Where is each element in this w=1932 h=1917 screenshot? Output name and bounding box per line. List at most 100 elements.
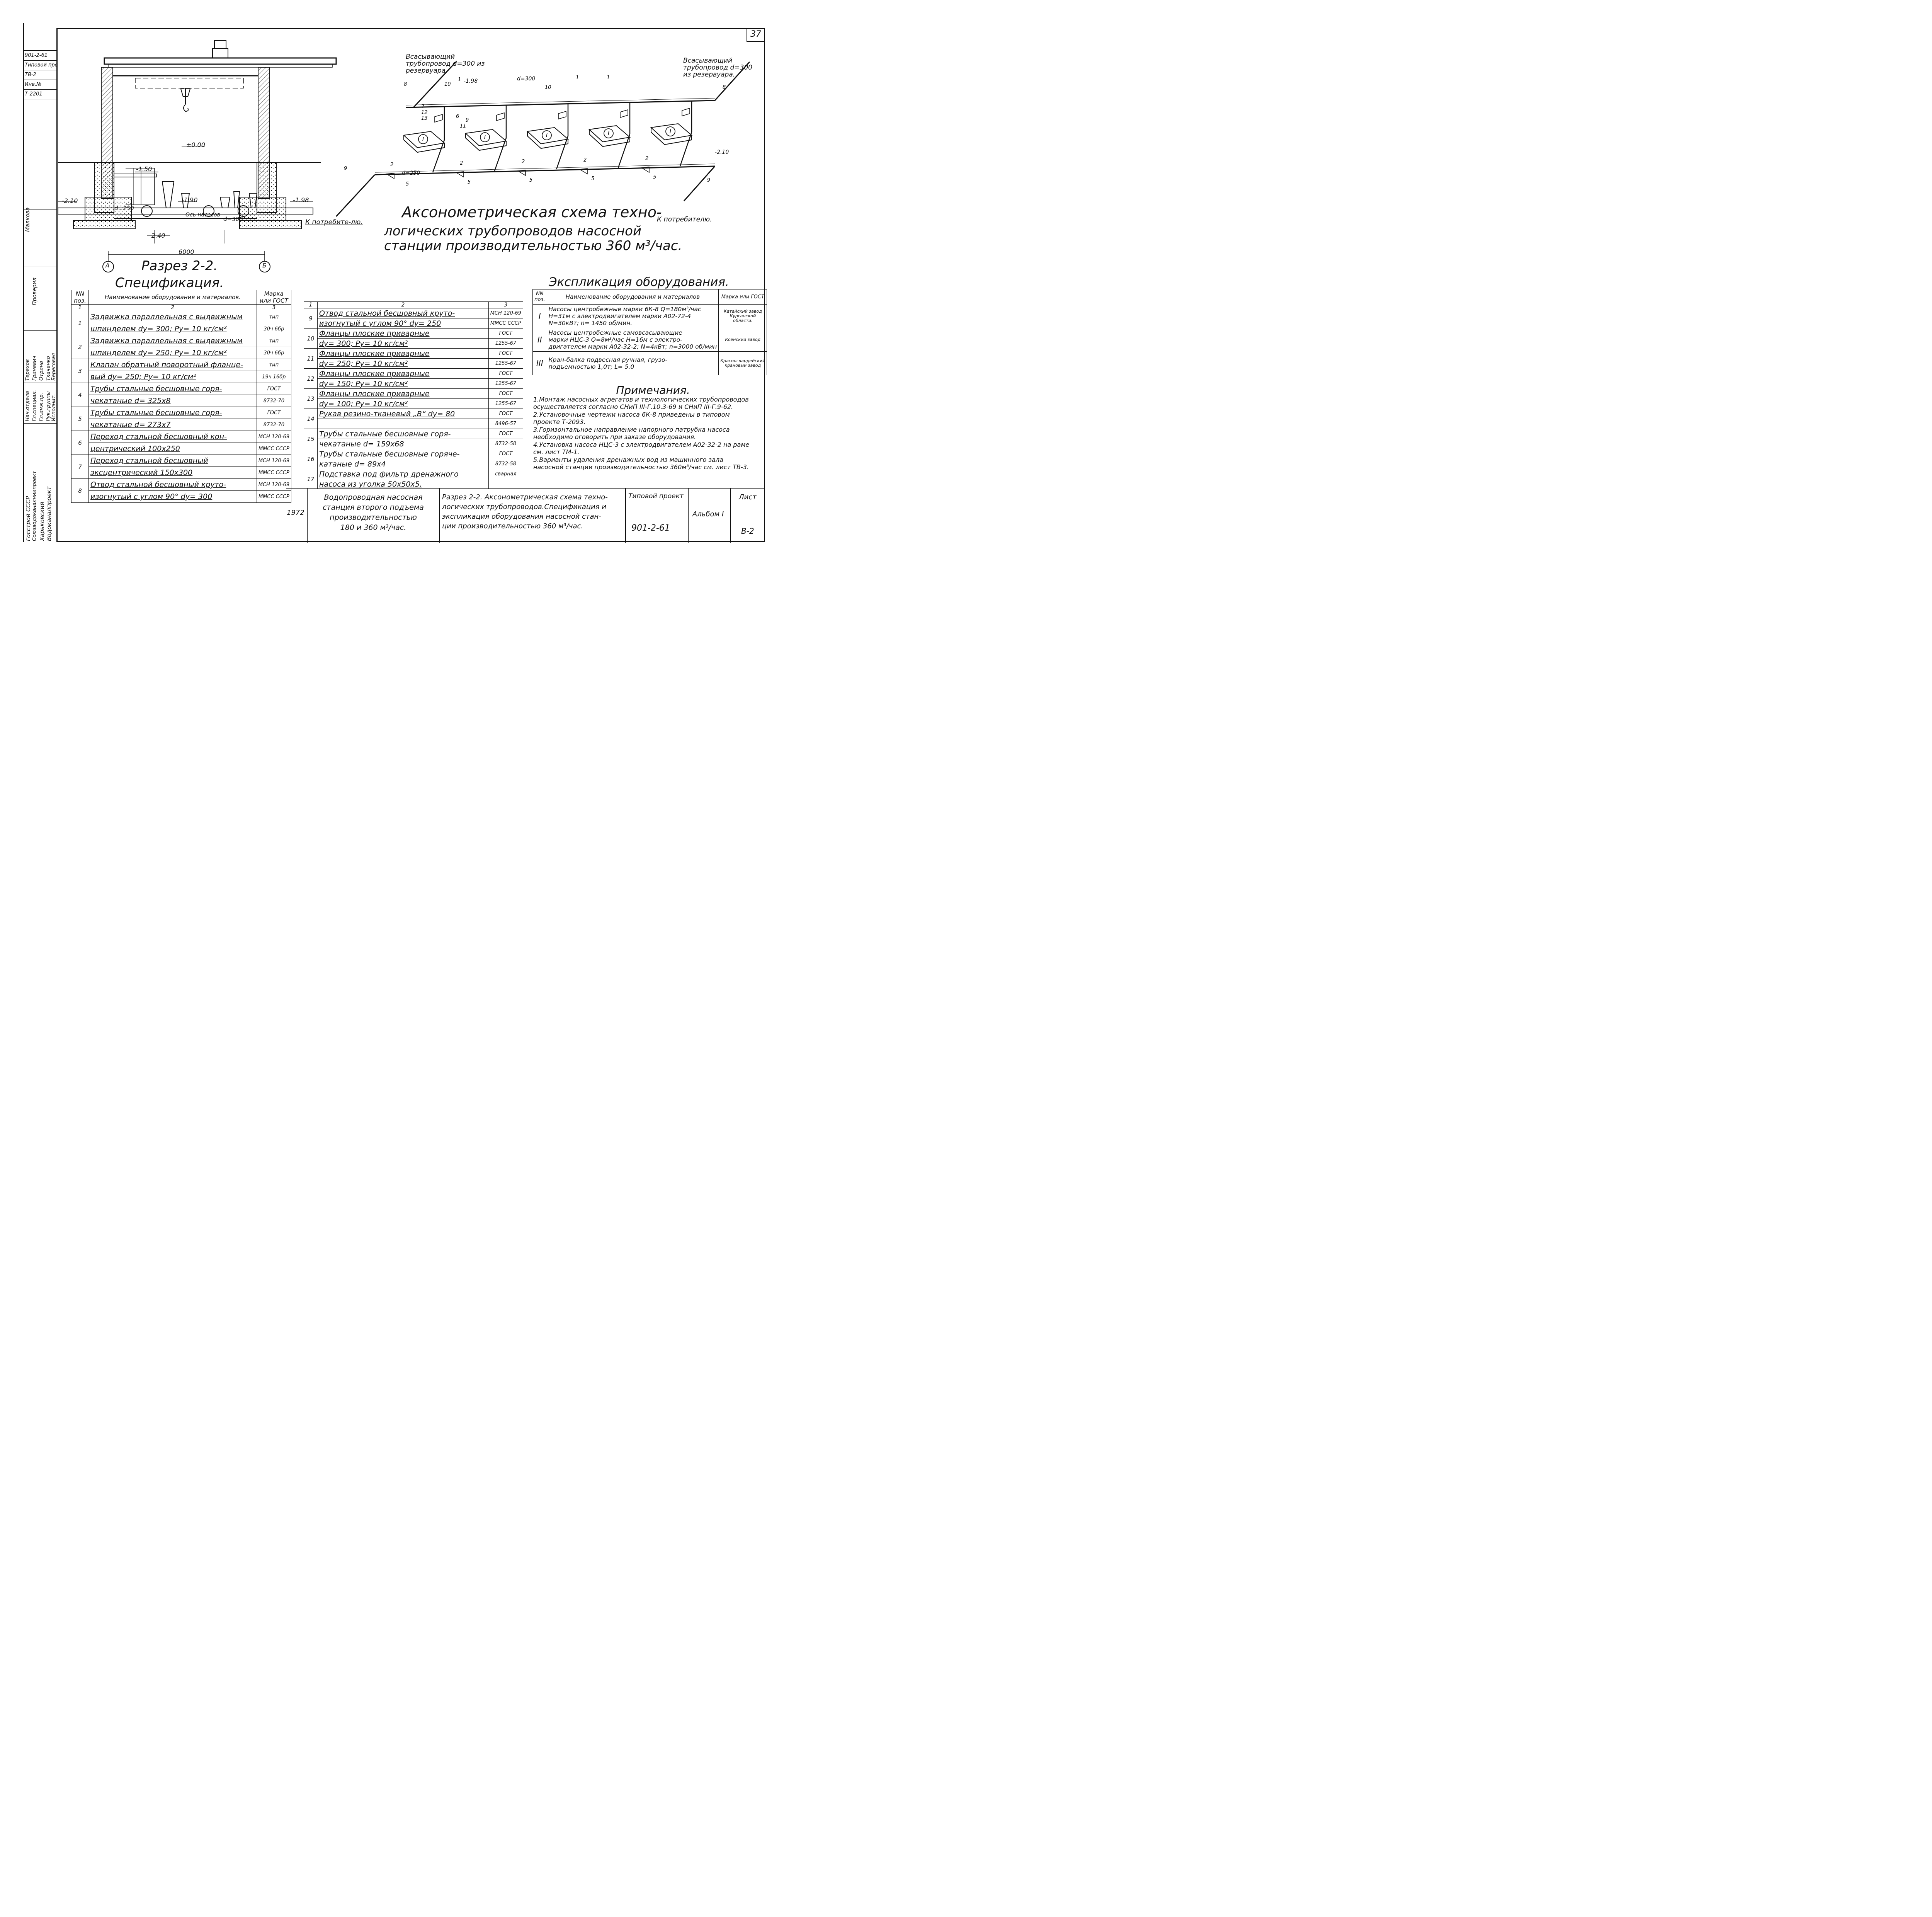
spec-mark-line: тип — [256, 311, 292, 323]
spec-mark-line: ГОСТ — [488, 449, 524, 459]
spec-mark-line: сварная — [488, 469, 524, 479]
svg-text:11: 11 — [460, 123, 466, 129]
level-label: -1.50 — [136, 165, 152, 173]
axo-title-line-2: логических трубопроводов насосной — [384, 223, 642, 239]
expl-line: Кран-балка подвесная ручная, грузо- — [548, 356, 668, 363]
colnum: 3 — [488, 301, 524, 308]
check-label: Проверил — [32, 278, 38, 305]
note-item: 5.Варианты удаления дренажных вод из маш… — [533, 456, 749, 471]
spec-pos: 8 — [71, 478, 89, 503]
spec-name-line: Переход стальной бесшовный — [88, 455, 257, 467]
title-stamp: 1972 Водопроводная насосная станция втор… — [286, 488, 765, 543]
spec-name-line: насоса из уголка 50х50х5. — [317, 479, 489, 489]
svg-text:2: 2 — [583, 157, 587, 163]
spec-name-line: изогнутый с углом 90° dу= 250 — [317, 318, 489, 329]
colnum: 1 — [304, 301, 318, 308]
svg-text:2: 2 — [522, 159, 525, 165]
spec-name-line: Фланцы плоские приварные — [317, 368, 489, 379]
svg-text:8: 8 — [723, 85, 726, 90]
spec-mark-line: 30ч 6бр — [256, 347, 292, 359]
spec-mark-line: 19ч 16бр — [256, 371, 292, 383]
svg-text:1: 1 — [576, 75, 579, 81]
expl-mark: Катайский завод Курганской области. — [718, 304, 767, 328]
svg-text:5: 5 — [468, 179, 471, 185]
spec-name-line: шпинделем dу= 250; Pу= 10 кг/см² — [88, 347, 257, 359]
spec-name-line: эксцентрический 150х300 — [88, 466, 257, 479]
org-gosstroy: Госстрой СССР — [25, 496, 32, 541]
svg-text:5: 5 — [591, 176, 594, 182]
spec-name-line: dу= 300; Pу= 10 кг/см² — [317, 338, 489, 349]
svg-text:5: 5 — [653, 174, 656, 180]
spec-mark-line: тип — [256, 335, 292, 347]
svg-text:9: 9 — [707, 177, 710, 183]
svg-text:1: 1 — [607, 75, 610, 81]
svg-text:5: 5 — [406, 181, 409, 187]
spec-pos: 6 — [71, 431, 89, 455]
spec-mark-line: 1255-67 — [488, 378, 524, 389]
stamp-sheet-title: Разрез 2-2. Аксонометрическая схема техн… — [439, 489, 628, 543]
note-item: 1.Монтаж насосных агрегатов и технологич… — [533, 395, 749, 411]
expl-line: H=31м с электродвигателем марки А02-72-4 — [548, 313, 691, 320]
stamp-sheet: Лист В-2 — [730, 489, 764, 543]
spec-mark-line: 8732-58 — [488, 439, 524, 449]
spec-pos: 14 — [304, 409, 318, 429]
margin-line — [23, 23, 24, 542]
consumer-label: К потребите-лю. — [305, 218, 363, 226]
col-no-header: NN поз. — [71, 290, 89, 305]
spec-pos: 1 — [71, 311, 89, 335]
axis-a: А — [105, 262, 110, 269]
spec-mark-line: МСН 120-69 — [256, 455, 292, 467]
colnum: 3 — [256, 304, 292, 311]
spec-name-line: Переход стальной бесшовный кон- — [88, 431, 257, 443]
svg-text:9: 9 — [466, 117, 469, 123]
spec-name-line: катаные d= 89х4 — [317, 459, 489, 469]
spec-colnum-row: 1 2 3 — [304, 301, 524, 308]
expl-name: Насосы центробежные марки 6К-8 Q=180м³/ч… — [546, 304, 719, 328]
spec-name-line: изогнутый с углом 90° dу= 300 — [88, 490, 257, 503]
spec-mark-line: 8496-57 — [488, 419, 524, 429]
spec-mark-line: ГОСТ — [256, 383, 292, 395]
level-zero: ±0.00 — [186, 141, 206, 148]
expl-header-row: NN поз. Наименование оборудования и мате… — [532, 289, 767, 305]
staff-name: Терехов — [25, 359, 31, 381]
spec-pos: 2 — [71, 335, 89, 359]
spec-name-line — [317, 419, 489, 429]
spec-name-line: Рукав резино-тканевый „В“ dу= 80 — [317, 409, 489, 419]
spec-mark-line: ГОСТ — [488, 368, 524, 379]
spec-mark-line: 1255-67 — [488, 358, 524, 369]
suction-right-label: Всасывающий трубопровод d=300 из резерву… — [683, 57, 753, 78]
spec-name-line: чекатаные d= 325х8 — [88, 395, 257, 407]
spec-pos: 4 — [71, 383, 89, 407]
spec-mark-line: ГОСТ — [488, 348, 524, 359]
stamp-project-line: 180 и 360 м³/час. — [340, 523, 406, 532]
spec-name-line: Фланцы плоские приварные — [317, 328, 489, 339]
section-caption: Разрез 2-2. — [141, 258, 218, 274]
col-mark-header: Марка или ГОСТ — [256, 290, 292, 305]
archive-line: Инв.№ — [23, 80, 56, 90]
archive-line: Типовой проект — [23, 61, 56, 70]
stamp-project-line: Водопроводная насосная — [324, 493, 423, 502]
spec-mark-line — [488, 479, 524, 489]
expl-pos: I — [532, 304, 547, 328]
pipe-dim: d=300 — [223, 216, 243, 223]
col-no-header: NN поз. — [532, 289, 547, 305]
spec-mark-line: МСН 120-69 — [488, 308, 524, 318]
explication-table: NN поз. Наименование оборудования и мате… — [532, 289, 767, 375]
spec-pos: 13 — [304, 388, 318, 409]
